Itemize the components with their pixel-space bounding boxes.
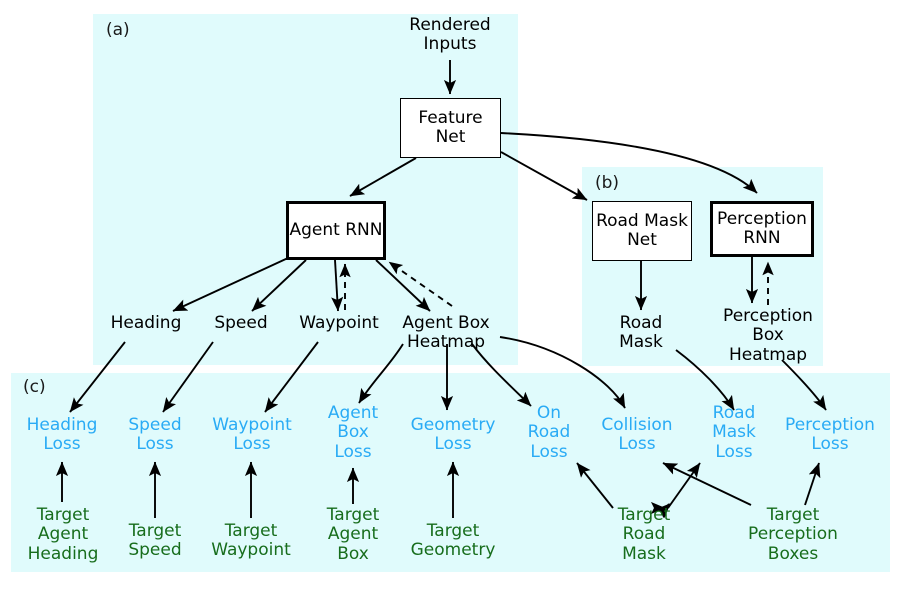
edge-agent-box-heatmap-to-collision-loss (499, 336, 626, 409)
loss-road-mask-loss: Road Mask Loss (712, 403, 756, 462)
loss-collision-loss: Collision Loss (601, 415, 673, 455)
target-target-agent-box: Target Agent Box (326, 505, 380, 564)
node-waypoint: Waypoint (299, 313, 379, 333)
node-speed: Speed (214, 313, 268, 333)
target-target-perception-boxes: Target Perception Boxes (748, 505, 838, 564)
edge-agent-box-heatmap-feedback-to-agent-rnn (388, 261, 453, 307)
target-target-speed: Target Speed (128, 521, 182, 561)
edge-target-perception-boxes-to-collision-loss (662, 462, 752, 506)
edge-agent-box-heatmap-to-on-road-loss (471, 343, 532, 407)
edge-perception-box-heatmap-to-perception-loss (781, 359, 827, 411)
node-feature-net[interactable]: Feature Net (400, 98, 501, 158)
node-heading: Heading (110, 313, 182, 333)
edge-agent-rnn-to-waypoint (331, 259, 344, 312)
panel-label-c: (c) (23, 377, 46, 397)
edge-target-road-mask-to-collision-loss-long (667, 462, 701, 509)
loss-waypoint-loss: Waypoint Loss (212, 415, 292, 455)
edge-agent-rnn-to-heading (172, 257, 289, 312)
node-road-mask-net[interactable]: Road Mask Net (592, 201, 692, 261)
edge-road-mask-to-road-mask-loss (675, 349, 735, 411)
panel-label-b: (b) (595, 173, 620, 193)
edge-agent-rnn-to-speed (251, 259, 307, 312)
target-target-agent-heading: Target Agent Heading (27, 505, 99, 564)
node-rendered-inputs: Rendered Inputs (409, 15, 491, 55)
node-agent-box-heatmap: Agent Box Heatmap (402, 313, 490, 353)
edge-speed-to-speed-loss (162, 341, 214, 413)
loss-geometry-loss: Geometry Loss (410, 415, 496, 455)
edge-feature-net-to-road-mask-net (500, 151, 588, 201)
node-perception-rnn[interactable]: Perception RNN (710, 201, 814, 257)
edge-feature-net-to-perception-rnn (500, 132, 758, 194)
target-target-geometry: Target Geometry (410, 521, 496, 561)
target-target-road-mask: Target Road Mask (617, 505, 671, 564)
loss-on-road-loss: On Road Loss (527, 403, 571, 462)
loss-heading-loss: Heading Loss (26, 415, 98, 455)
target-target-waypoint: Target Waypoint (211, 521, 291, 561)
edge-heading-to-heading-loss (69, 341, 126, 413)
edge-target-road-mask-to-on-road-loss (576, 462, 614, 509)
edge-agent-box-heatmap-to-agent-box-loss (358, 343, 404, 404)
panel-a-background (93, 14, 518, 365)
node-agent-rnn[interactable]: Agent RNN (286, 201, 386, 260)
loss-speed-loss: Speed Loss (128, 415, 182, 455)
node-perception-box-heatmap: Perception Box Heatmap (723, 306, 813, 365)
node-road-mask: Road Mask (619, 313, 663, 353)
edge-waypoint-to-waypoint-loss (264, 341, 319, 413)
panel-b-background (582, 167, 823, 366)
edge-target-perception-boxes-to-perception-loss (804, 462, 821, 506)
edge-agent-rnn-to-agent-box-heatmap (375, 259, 431, 312)
loss-perception-loss: Perception Loss (785, 415, 875, 455)
loss-agent-box-loss: Agent Box Loss (327, 403, 379, 462)
panel-label-a: (a) (106, 20, 130, 40)
edge-feature-net-to-agent-rnn (349, 157, 417, 197)
